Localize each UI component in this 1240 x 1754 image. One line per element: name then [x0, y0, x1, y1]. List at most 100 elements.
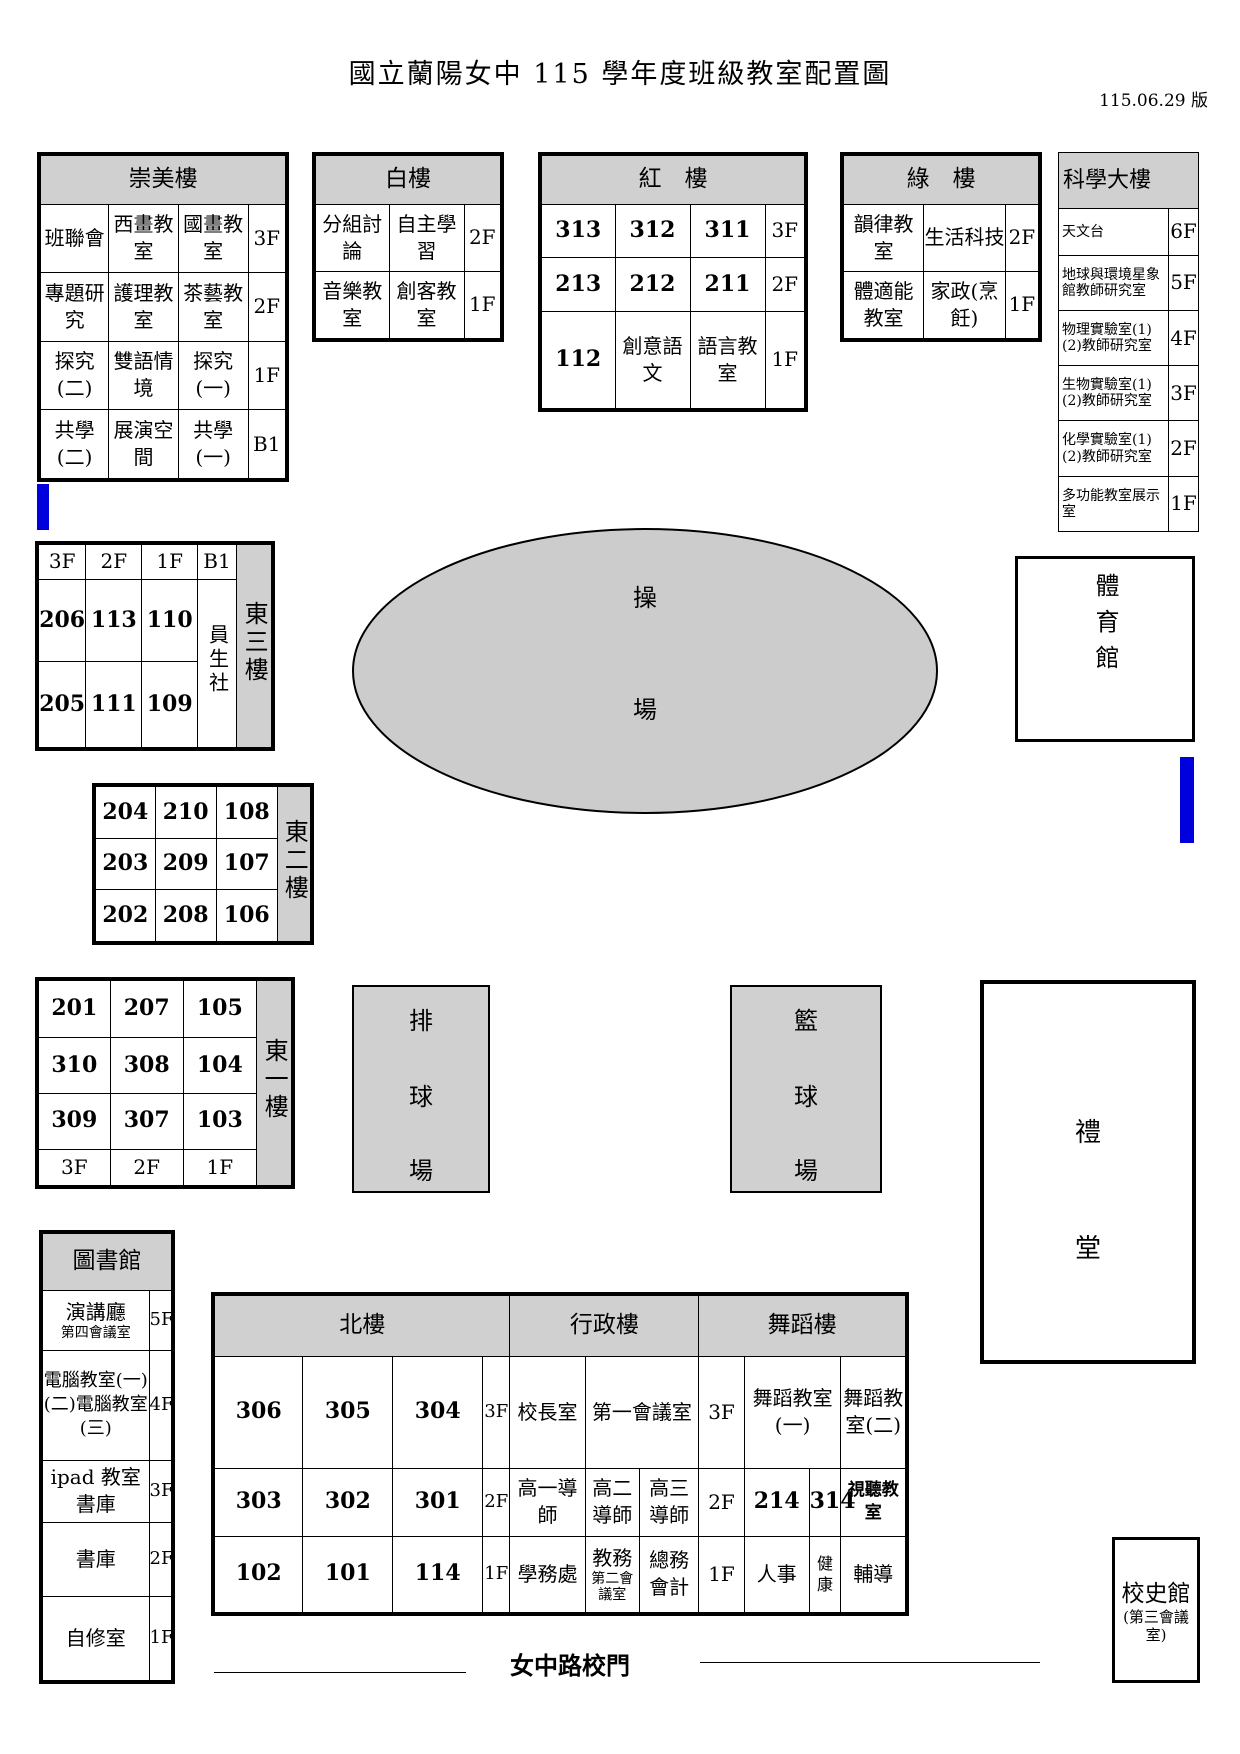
history-sub: (第三會議室) [1123, 1608, 1189, 1644]
room: 109 [141, 661, 199, 750]
room: 302 [302, 1467, 394, 1537]
floor-label: 2F [148, 1521, 174, 1597]
room: 探究(二) [38, 340, 110, 411]
room: 309 [36, 1092, 111, 1150]
room: 313 [539, 203, 616, 259]
room-sub: 第二會議室 [591, 1571, 634, 1603]
building-name: 崇美樓 [38, 153, 288, 205]
auditorium-label: 堂 [1074, 1234, 1101, 1264]
room: 護理教室 [108, 272, 179, 342]
room: 204 [93, 784, 156, 839]
room: 電腦教室(一)(二)電腦教室(三) [40, 1349, 150, 1461]
floor-label: 3F [36, 1148, 111, 1188]
floor-label: 3F [148, 1459, 174, 1523]
room: 312 [614, 203, 691, 259]
room: ipad 教室書庫 [40, 1459, 150, 1523]
history-museum: 校史館 (第三會議室) [1112, 1537, 1200, 1683]
court-label: 球 [409, 1083, 433, 1111]
room: 多功能教室展示室 [1058, 475, 1169, 533]
room: 高一導師 [509, 1467, 586, 1537]
building-name: 東一樓 [260, 1037, 289, 1122]
gate-line-left [214, 1672, 466, 1673]
playground [352, 528, 938, 814]
room: 學務處 [509, 1535, 586, 1615]
court-label: 排 [409, 1007, 433, 1035]
gymnasium: 體育館 [1015, 556, 1195, 742]
room: 高三導師 [639, 1467, 700, 1537]
building-east3: 3F 2F 1F B1 東三樓 206 113 110 員生社 205 111 … [35, 541, 275, 751]
room: 211 [689, 257, 766, 312]
building-name: 圖書館 [40, 1231, 174, 1291]
auditorium-label: 禮 [1074, 1118, 1101, 1148]
building-name: 舞蹈樓 [698, 1293, 908, 1357]
playground-label: 操 [633, 584, 657, 612]
room: 書庫 [40, 1521, 150, 1597]
room: 教務 [592, 1546, 633, 1571]
building-name: 東二樓 [280, 818, 309, 903]
room-sub: 第四會議室 [60, 1324, 131, 1341]
room: 210 [154, 784, 217, 839]
room: 第一會議室 [584, 1355, 700, 1469]
room: 舞蹈教室(二) [840, 1355, 908, 1469]
floor-label: 2F [698, 1467, 745, 1537]
building-name: 行政樓 [509, 1293, 700, 1357]
room: 112 [539, 310, 616, 411]
building-name: 紅 樓 [539, 153, 807, 205]
room: 114 [392, 1535, 484, 1615]
room: 自修室 [40, 1595, 150, 1683]
room: 創意語文 [614, 310, 691, 411]
court-label: 球 [794, 1083, 818, 1111]
basketball-court: 籃 球 場 [730, 985, 882, 1193]
room: 201 [36, 978, 111, 1038]
room: 班聯會 [38, 203, 110, 274]
history-label: 校史館 [1121, 1581, 1191, 1607]
room: 212 [614, 257, 691, 312]
room: 輔導 [840, 1535, 908, 1615]
room: 305 [302, 1355, 394, 1469]
marker-bar [1180, 757, 1194, 843]
room: 家政(烹飪) [923, 270, 1006, 341]
room: 206 [36, 578, 87, 663]
floor-label: 2F [482, 1467, 511, 1537]
room: 分組討論 [313, 203, 390, 272]
room: 茶藝教室 [177, 272, 249, 342]
room: 高二導師 [584, 1467, 641, 1537]
room: 102 [212, 1535, 304, 1615]
floor-label: 3F [698, 1355, 745, 1469]
room: 202 [93, 888, 156, 944]
room: 共學(一) [177, 409, 249, 481]
floor-label: B1 [247, 409, 288, 481]
playground-label: 場 [633, 696, 657, 724]
room: 自主學習 [388, 203, 465, 272]
floor-label: 6F [1167, 208, 1200, 256]
floor-label: 4F [1167, 309, 1200, 367]
room: 展演空間 [108, 409, 179, 481]
building-name: 綠 樓 [841, 153, 1041, 205]
room: 生活科技 [923, 203, 1006, 272]
floor-label: 1F [1004, 270, 1041, 341]
room: 111 [85, 661, 143, 750]
room: 207 [109, 978, 184, 1038]
floor-label: 2F [1004, 203, 1041, 272]
floor-label: 1F [141, 542, 199, 580]
floor-label: 2F [85, 542, 143, 580]
room: 108 [215, 784, 278, 839]
room: 生物實驗室(1)(2)教師研究室 [1058, 365, 1169, 422]
school-gate: 女中路校門 [510, 1651, 630, 1680]
floor-label: 1F [182, 1148, 257, 1188]
room: 208 [154, 888, 217, 944]
room: 107 [215, 837, 278, 890]
building-name: 東三樓 [240, 600, 269, 685]
floor-label: 3F [764, 203, 807, 259]
room: 311 [689, 203, 766, 259]
floor-label: 3F [482, 1355, 511, 1469]
marker-bar [37, 484, 49, 530]
room: 203 [93, 837, 156, 890]
room: 301 [392, 1467, 484, 1537]
room: 視聽教室 [840, 1467, 908, 1537]
room: 307 [109, 1092, 184, 1150]
floor-label: 1F [247, 340, 288, 411]
room: 205 [36, 661, 87, 750]
